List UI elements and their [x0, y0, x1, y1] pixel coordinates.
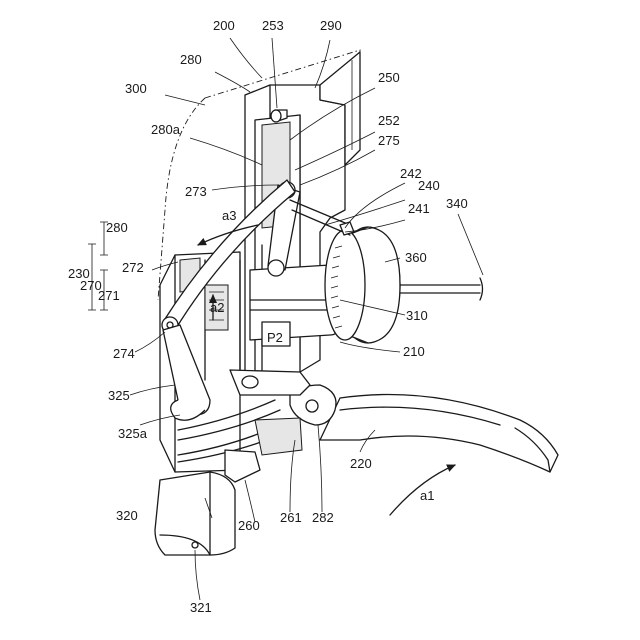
label-220: 220 — [350, 456, 372, 471]
label-253: 253 — [262, 18, 284, 33]
label-252: 252 — [378, 113, 400, 128]
label-280a: 280a — [151, 122, 181, 137]
label-273: 273 — [185, 184, 207, 199]
hook-assembly — [225, 370, 336, 482]
label-240: 240 — [418, 178, 440, 193]
label-a3: a3 — [222, 208, 236, 223]
label-321: 321 — [190, 600, 212, 615]
label-261: 261 — [280, 510, 302, 525]
shaft — [400, 278, 483, 300]
label-280-top: 280 — [180, 52, 202, 67]
label-250: 250 — [378, 70, 400, 85]
main-body — [240, 85, 345, 390]
label-a2: a2 — [210, 300, 224, 315]
label-340: 340 — [446, 196, 468, 211]
label-271: 271 — [98, 288, 120, 303]
label-310: 310 — [406, 308, 428, 323]
label-360: 360 — [405, 250, 427, 265]
label-P2: P2 — [267, 330, 283, 345]
label-325: 325 — [108, 388, 130, 403]
label-280-side: 280 — [106, 220, 128, 235]
label-325a: 325a — [118, 426, 148, 441]
label-275: 275 — [378, 133, 400, 148]
adjustment-wheel — [325, 227, 400, 343]
label-272: 272 — [122, 260, 144, 275]
label-320: 320 — [116, 508, 138, 523]
push-button — [155, 472, 235, 555]
label-282: 282 — [312, 510, 334, 525]
label-241: 241 — [408, 201, 430, 216]
label-290: 290 — [320, 18, 342, 33]
label-210: 210 — [403, 344, 425, 359]
label-274: 274 — [113, 346, 135, 361]
label-200: 200 — [213, 18, 235, 33]
label-260: 260 — [238, 518, 260, 533]
label-300: 300 — [125, 81, 147, 96]
label-a1: a1 — [420, 488, 434, 503]
